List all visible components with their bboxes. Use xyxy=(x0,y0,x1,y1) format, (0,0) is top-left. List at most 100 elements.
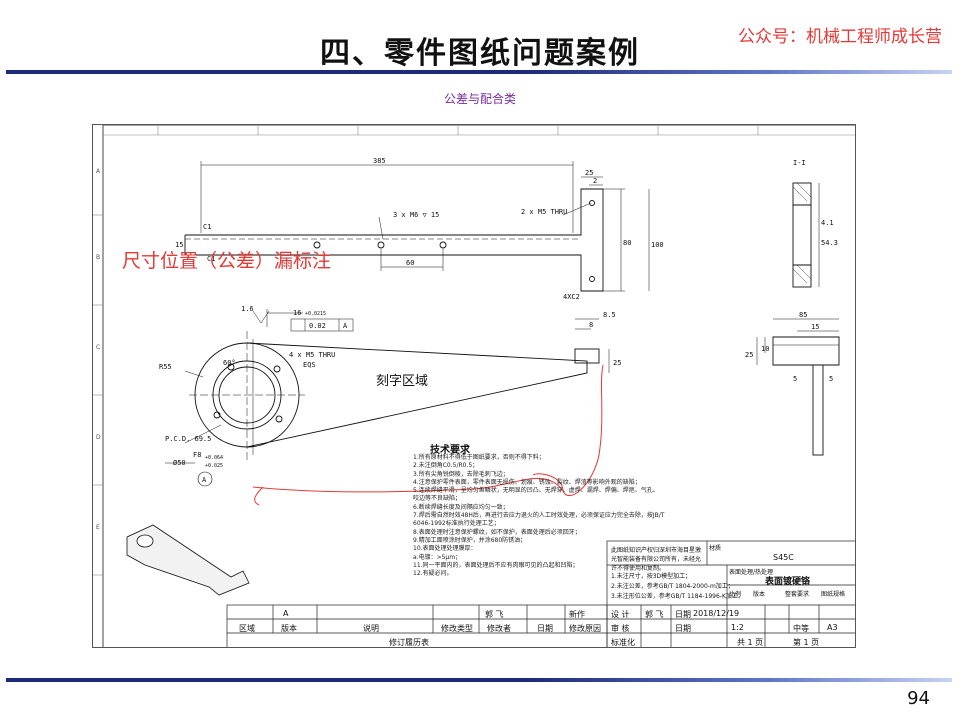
tech-item: 12.有疑必问。 xyxy=(413,570,453,578)
date-value: 2018/12/19 xyxy=(693,609,740,618)
sheets-total: 共 1 页 xyxy=(737,638,764,647)
dim-height: 100 xyxy=(651,241,664,249)
tech-item: 11.同一平面内的，表面处理后不应有肉眼可见的凸起和凹陷； xyxy=(413,561,579,569)
top-view xyxy=(184,188,604,292)
dim-tol-lower: +0.025 xyxy=(205,463,223,469)
datum-ref: A xyxy=(343,322,348,330)
surface-label: 表面处理/热处理 xyxy=(729,569,774,576)
dim-16: 16 xyxy=(293,309,301,317)
check-label: 审 核 xyxy=(611,624,630,633)
dim-chamfer: C1 xyxy=(207,255,215,263)
rev-cell: 郭 飞 xyxy=(485,610,504,619)
dim-5: 5 xyxy=(793,375,797,383)
section-label: I-I xyxy=(793,159,806,167)
scale-label: 比例 xyxy=(729,591,742,598)
tb-note: 1.未注尺寸，按3D模型加工； xyxy=(611,573,692,580)
dim-5: 5 xyxy=(829,375,833,383)
dim-10: 10 xyxy=(761,345,769,353)
dim-m5-holes: 4 x M5 THRU xyxy=(289,351,335,359)
dim-pcd: P.C.D. 69.5 xyxy=(165,435,211,443)
approve-label: 标准化 xyxy=(611,638,635,647)
dim-16-tol: +0.0215 xyxy=(305,311,326,317)
rev-caption: 修订履历表 xyxy=(389,638,429,647)
tech-item: 2.未注倒角C0.5/R0.5； xyxy=(413,462,479,470)
date-label: 日期 xyxy=(675,624,691,633)
dim-overall-length: 385 xyxy=(373,157,386,165)
engraving-area-label: 刻字区域 xyxy=(376,374,429,389)
footer-divider xyxy=(6,678,952,682)
dim-chamfer-4x: 4XC2 xyxy=(563,293,580,301)
format-label: 图纸规格 xyxy=(821,591,846,598)
tech-item: 9.精加工面喷涂时保护，并涂680防锈油； xyxy=(413,536,527,544)
front-view xyxy=(189,331,600,461)
dim-8: 8 xyxy=(589,321,593,329)
missing-tolerance-callout: 尺寸位置（公差）漏标注 xyxy=(122,250,332,272)
dim-height: 80 xyxy=(623,239,631,247)
zone-label: C xyxy=(96,344,100,351)
dim-fit: F8 xyxy=(193,451,201,459)
grade-value: 中等 xyxy=(793,624,809,633)
dim-width: 2 xyxy=(593,177,597,185)
dim-bore: Ø50 xyxy=(173,459,186,467)
tech-item: 咬边等不良缺陷； xyxy=(413,495,462,503)
sheet-number: 第 1 页 xyxy=(793,638,820,647)
tech-item: 10.表面处理处理膜厚： xyxy=(413,545,477,553)
red-markup xyxy=(252,364,604,506)
designer-name: 郭 飞 xyxy=(645,610,664,619)
material-value: S45C xyxy=(773,553,794,562)
dim-angle: 60° xyxy=(223,359,236,367)
date-label: 日期 xyxy=(675,610,691,619)
dim-spacing: 60 xyxy=(406,259,414,267)
roughness: 1.6 xyxy=(241,305,254,313)
title-divider xyxy=(6,70,952,74)
surface-value: 表面镀硬铬 xyxy=(765,577,811,587)
zone-label: E xyxy=(96,524,100,531)
zone-label: A xyxy=(96,168,101,175)
zone-label: B xyxy=(96,254,100,261)
tech-item: 7.焊后需自然时效48H后，再进行去应力退火的人工时效处理，必须保证应力完全去除… xyxy=(413,512,665,520)
rev-header: 修改者 xyxy=(487,624,511,633)
title-block xyxy=(606,540,855,647)
tech-item: 5.连续焊缝平滑，呈均匀鱼鳞状，无明显的凹凸、无焊穿、虚焊、漏焊、焊偏、焊疤、气… xyxy=(413,487,659,495)
section-subtitle: 公差与配合类 xyxy=(443,92,516,106)
rev-header: 版本 xyxy=(281,624,297,633)
dim-holes-m6: 3 x M6 ▽ 15 xyxy=(393,211,439,219)
dim-thickness: 15 xyxy=(175,241,183,249)
rev-header: 日期 xyxy=(537,624,553,633)
tech-item: 6.断续焊缝长度及间隔应均匀一致； xyxy=(413,503,509,511)
tb-note: 3.未注形位公差，参考GB/T 1184-1996-K加工。 xyxy=(611,593,744,600)
tech-item: 1.所有原材料不得低于图纸要求，否则不得下料； xyxy=(413,454,545,461)
page-title: 四、零件图纸问题案例 xyxy=(320,36,640,71)
dim-eqs: EQS xyxy=(303,361,316,369)
rev-header: 说明 xyxy=(363,624,379,633)
section-view xyxy=(792,182,820,288)
rev-header: 修改类型 xyxy=(441,624,473,633)
design-label: 设 计 xyxy=(611,610,630,619)
dim-width: 25 xyxy=(585,169,593,177)
rev-header: 修改原因 xyxy=(569,624,601,633)
isometric-preview xyxy=(126,524,250,596)
tech-item: 6046-1992标准执行处理工艺； xyxy=(413,520,500,528)
datum-symbol xyxy=(197,471,213,487)
dim-85: 85 xyxy=(799,311,807,319)
tech-requirements-title: 技术要求 xyxy=(430,445,470,456)
page-number: 94 xyxy=(907,688,930,709)
flatness-value: 0.02 xyxy=(309,322,326,330)
rev-cell: 新作 xyxy=(569,610,585,619)
datum-symbol-label: A xyxy=(202,476,207,484)
drawing-canvas: A B C D E 385 3 x M6 ▽ 15 xyxy=(93,125,855,647)
dim-holes-m5: 2 x M5 THRU xyxy=(521,208,567,216)
version-label: 版本 xyxy=(753,591,766,598)
dim-chamfer: C1 xyxy=(203,223,211,231)
rev-cell: A xyxy=(283,609,289,618)
material-label: 材质 xyxy=(709,545,722,552)
tech-requirements-list: 1.所有原材料不得低于图纸要求，否则不得下料； 2.未注倒角C0.5/R0.5；… xyxy=(413,454,665,578)
tech-item: 4.注意保护零件表面，零件表面无损伤、划痕、锈蚀、裂纹、焊渣等影响外观的缺陷； xyxy=(413,478,641,486)
tech-item: 8.表面处理时注意保护螺纹，如不保护，表面处理后必须回牙； xyxy=(413,528,581,536)
side-view xyxy=(772,336,840,456)
scale-value: 1:2 xyxy=(731,623,744,632)
tech-item: a.电镀：>5μm； xyxy=(413,553,462,561)
dim-tol-upper: +0.064 xyxy=(205,455,223,461)
rev-header: 区域 xyxy=(239,624,255,633)
engineering-drawing: A B C D E 385 3 x M6 ▽ 15 xyxy=(92,124,856,648)
